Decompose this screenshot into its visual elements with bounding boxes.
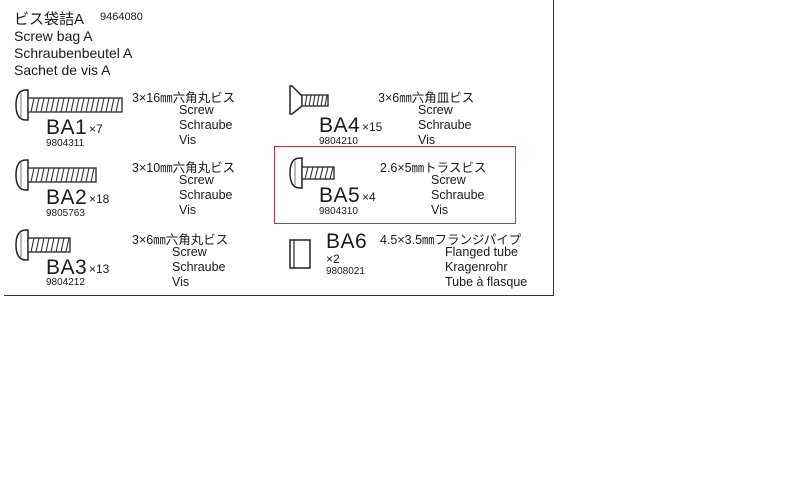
ba1-code: BA1	[46, 116, 88, 139]
ba2-partno: 9805763	[46, 208, 85, 219]
bag-title-fr: Sachet de vis A	[14, 62, 111, 78]
ba5-qty: ×4	[362, 190, 376, 204]
ba2-screw-icon	[15, 159, 97, 191]
bag-title-de: Schraubenbeutel A	[14, 45, 133, 61]
ba3-qty: ×13	[89, 262, 110, 276]
ba2-qty: ×18	[89, 192, 110, 206]
ba3-name-fr: Vis	[172, 275, 190, 289]
ba6-name-fr: Tube à flasque	[445, 275, 528, 289]
ba1-name-de: Schraube	[179, 118, 233, 132]
ba5-name-de: Schraube	[431, 188, 485, 202]
ba3-code: BA3	[46, 256, 88, 279]
ba6-partno: 9808021	[326, 266, 365, 277]
ba6-name-jp: 4.5×3.5㎜フランジパイプ	[380, 233, 522, 247]
ba3-name-de: Schraube	[172, 260, 226, 274]
ba1-name-fr: Vis	[179, 133, 197, 147]
ba3-name-en: Screw	[172, 245, 207, 259]
ba4-partno: 9804210	[319, 136, 358, 147]
ba1-name-jp: 3×16㎜六角丸ビス	[132, 91, 236, 105]
ba3-name-jp: 3×6㎜六角丸ビス	[132, 233, 229, 247]
ba1-name-en: Screw	[179, 103, 214, 117]
ba4-name-en: Screw	[418, 103, 453, 117]
ba3-screw-icon	[15, 229, 71, 261]
ba5-name-en: Screw	[431, 173, 466, 187]
ba4-qty: ×15	[362, 120, 383, 134]
ba2-code: BA2	[46, 186, 88, 209]
ba5-highlight-box	[274, 146, 516, 224]
ba3-partno: 9804212	[46, 277, 85, 288]
parts-sheet: ビス袋詰A 9464080 Screw bag A Schraubenbeute…	[4, 0, 554, 296]
ba1-partno: 9804311	[46, 138, 85, 149]
ba4-code: BA4	[319, 114, 361, 137]
ba5-partno: 9804310	[319, 206, 358, 217]
bag-title-en: Screw bag A	[14, 28, 93, 44]
ba6-name-en: Flanged tube	[445, 245, 518, 259]
ba4-name-jp: 3×6㎜六角皿ビス	[378, 91, 475, 105]
ba2-name-jp: 3×10㎜六角丸ビス	[132, 161, 236, 175]
ba4-countersunk-screw-icon	[289, 85, 329, 115]
ba1-qty: ×7	[89, 122, 103, 136]
ba5-truss-screw-icon	[289, 157, 335, 189]
ba2-name-en: Screw	[179, 173, 214, 187]
ba4-name-de: Schraube	[418, 118, 472, 132]
ba2-name-fr: Vis	[179, 203, 197, 217]
bag-number: 9464080	[100, 11, 143, 23]
ba1-screw-icon	[15, 89, 123, 121]
ba4-name-fr: Vis	[418, 133, 436, 147]
ba5-name-fr: Vis	[431, 203, 449, 217]
ba5-code: BA5	[319, 184, 361, 207]
ba5-name-jp: 2.6×5㎜トラスビス	[380, 161, 487, 175]
ba2-name-de: Schraube	[179, 188, 233, 202]
ba6-qty: ×2	[326, 252, 340, 266]
bag-title-jp: ビス袋詰A	[14, 11, 85, 28]
ba6-code: BA6	[326, 230, 368, 253]
ba6-name-de: Kragenrohr	[445, 260, 508, 274]
ba6-flanged-tube-icon	[289, 239, 311, 269]
